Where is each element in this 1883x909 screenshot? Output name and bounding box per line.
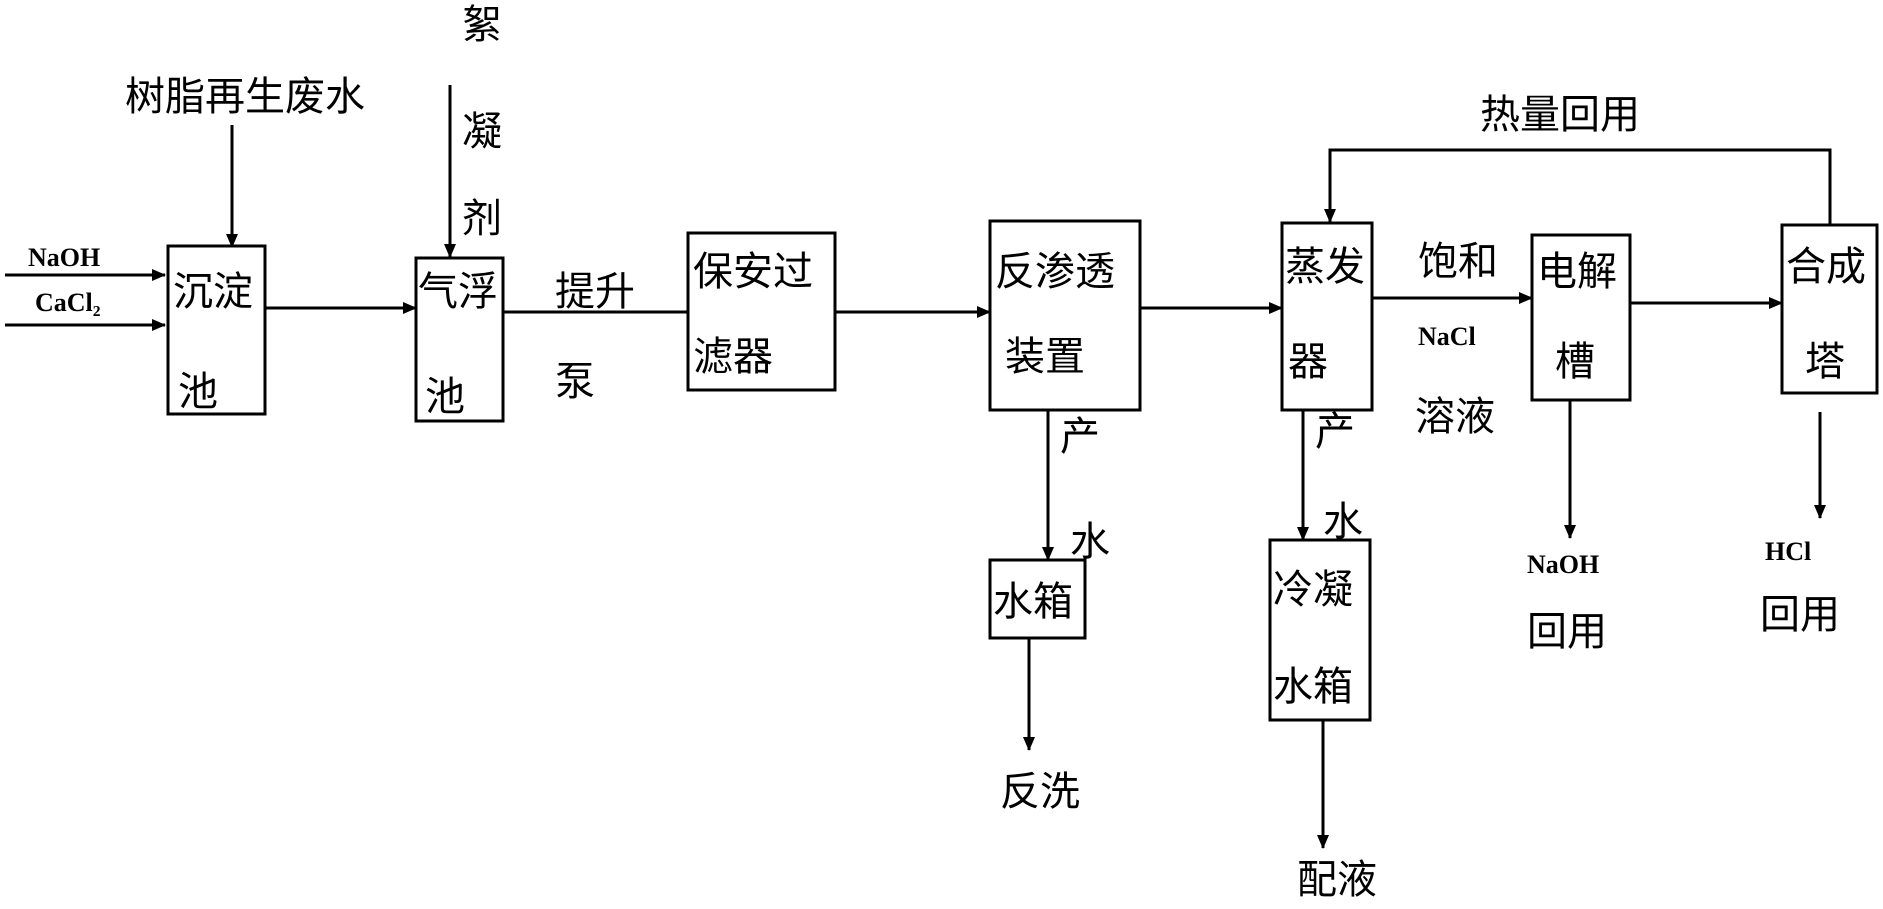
condensate-tank-label-1: 冷凝 xyxy=(1273,567,1353,613)
naoh-output-label: NaOH xyxy=(1527,550,1599,579)
heat-recycle-loop-arrow xyxy=(1324,148,1832,225)
flocculant-label-3: 剂 xyxy=(462,196,502,242)
naoh-reuse-label: 回用 xyxy=(1527,609,1607,655)
lift-pump-label-1: 提升 xyxy=(555,269,635,315)
reverse-osmosis-label-1: 反渗透 xyxy=(995,249,1115,295)
evaporator-box: 蒸发 器 xyxy=(1280,221,1374,412)
water-tank-label: 水箱 xyxy=(993,579,1073,625)
hcl-output-label: HCl xyxy=(1765,537,1811,566)
synthesis-tower-box: 合成 塔 xyxy=(1780,223,1879,395)
ro-product-water-label-2: 水 xyxy=(1070,519,1110,565)
security-filter-label-1: 保安过 xyxy=(693,249,813,295)
nacl-label: NaCl xyxy=(1418,322,1476,351)
heat-recycle-label: 热量回用 xyxy=(1480,92,1640,138)
security-filter-label-2: 滤器 xyxy=(693,334,773,380)
ro-product-water-label-1: 产 xyxy=(1060,414,1100,460)
sedimentation-tank-box: 沉淀 池 xyxy=(166,244,267,416)
air-flotation-tank-label-2: 池 xyxy=(425,374,465,420)
condensate-tank-label-2: 水箱 xyxy=(1273,664,1353,710)
evaporator-product-water-label-2: 水 xyxy=(1323,499,1363,545)
air-flotation-tank-box: 气浮 池 xyxy=(414,256,505,423)
electrolysis-cell-box: 电解 槽 xyxy=(1530,233,1632,402)
evaporator-label-2: 器 xyxy=(1288,339,1328,385)
air-flotation-tank-label-1: 气浮 xyxy=(418,269,498,315)
backwash-label: 反洗 xyxy=(1000,769,1080,815)
reverse-osmosis-box: 反渗透 装置 xyxy=(988,219,1142,412)
synthesis-tower-label-2: 塔 xyxy=(1805,339,1845,385)
security-filter-box: 保安过 滤器 xyxy=(686,231,837,392)
naoh-input-label: NaOH xyxy=(28,243,100,272)
resin-wastewater-label: 树脂再生废水 xyxy=(125,74,365,120)
lift-pump-label-2: 泵 xyxy=(555,359,595,405)
electrolysis-cell-label-2: 槽 xyxy=(1555,339,1595,385)
evaporator-product-water-label-1: 产 xyxy=(1315,409,1355,455)
solution-label: 溶液 xyxy=(1415,394,1495,440)
electrolysis-cell-label-1: 电解 xyxy=(1537,249,1617,295)
flocculant-label-1: 絮 xyxy=(462,2,502,48)
sedimentation-tank-label-1: 沉淀 xyxy=(173,269,253,315)
saturated-label: 饱和 xyxy=(1418,239,1498,285)
synthesis-tower-label-1: 合成 xyxy=(1786,244,1866,290)
water-tank-box: 水箱 xyxy=(988,558,1087,640)
mixing-liquid-label: 配液 xyxy=(1297,857,1377,903)
flocculant-label-2: 凝 xyxy=(462,109,502,155)
reverse-osmosis-label-2: 装置 xyxy=(1005,334,1085,380)
connectors xyxy=(5,85,1832,849)
sedimentation-tank-label-2: 池 xyxy=(178,369,218,415)
condensate-tank-box: 冷凝 水箱 xyxy=(1268,538,1372,722)
hcl-reuse-label: 回用 xyxy=(1760,592,1840,638)
cacl2-input-label: CaCl₂ xyxy=(35,288,101,317)
evaporator-label-1: 蒸发 xyxy=(1285,244,1365,290)
